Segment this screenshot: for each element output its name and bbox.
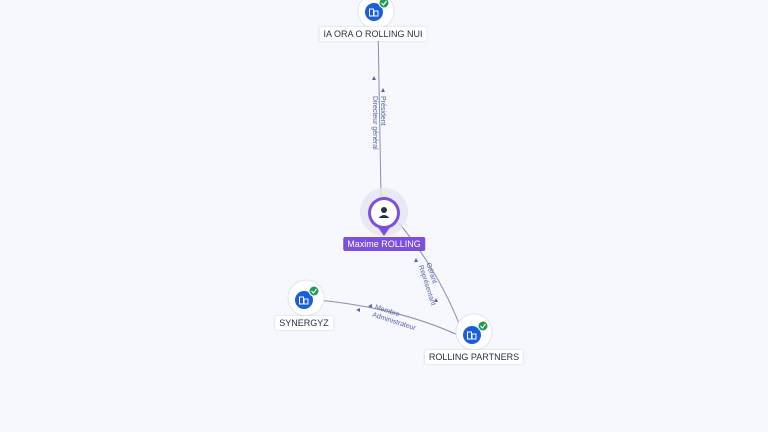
arrow-icon: [414, 258, 418, 262]
arrow-icon: [356, 308, 360, 312]
edge-person-rolling-partners: [397, 221, 461, 327]
company-label-ia-ora[interactable]: IA ORA O ROLLING NUI: [319, 27, 427, 41]
arrow-icon: [368, 304, 372, 308]
verified-badge-icon: [477, 320, 489, 332]
company-label-rolling-partners[interactable]: ROLLING PARTNERS: [424, 350, 524, 364]
arrow-icon: [372, 76, 376, 80]
role-label: Directeur général: [371, 96, 378, 150]
person-icon: [378, 207, 390, 218]
company-node-rolling-partners[interactable]: [455, 313, 493, 351]
company-node-ia-ora[interactable]: [357, 0, 395, 30]
arrow-icon: [434, 298, 438, 302]
verified-badge-icon: [308, 285, 320, 297]
arrow-icon: [381, 88, 385, 92]
edge-label-ia-ora: Président Directeur général: [370, 96, 386, 150]
person-label[interactable]: Maxime ROLLING: [343, 237, 425, 251]
edge-synergyz-rolling-partners: [317, 299, 461, 337]
edge-person-ia-ora: [377, 25, 382, 197]
role-label: Président: [379, 96, 386, 126]
company-label-synergyz[interactable]: SYNERGYZ: [275, 316, 333, 330]
person-node[interactable]: [360, 188, 408, 236]
company-node-synergyz[interactable]: [287, 279, 325, 317]
